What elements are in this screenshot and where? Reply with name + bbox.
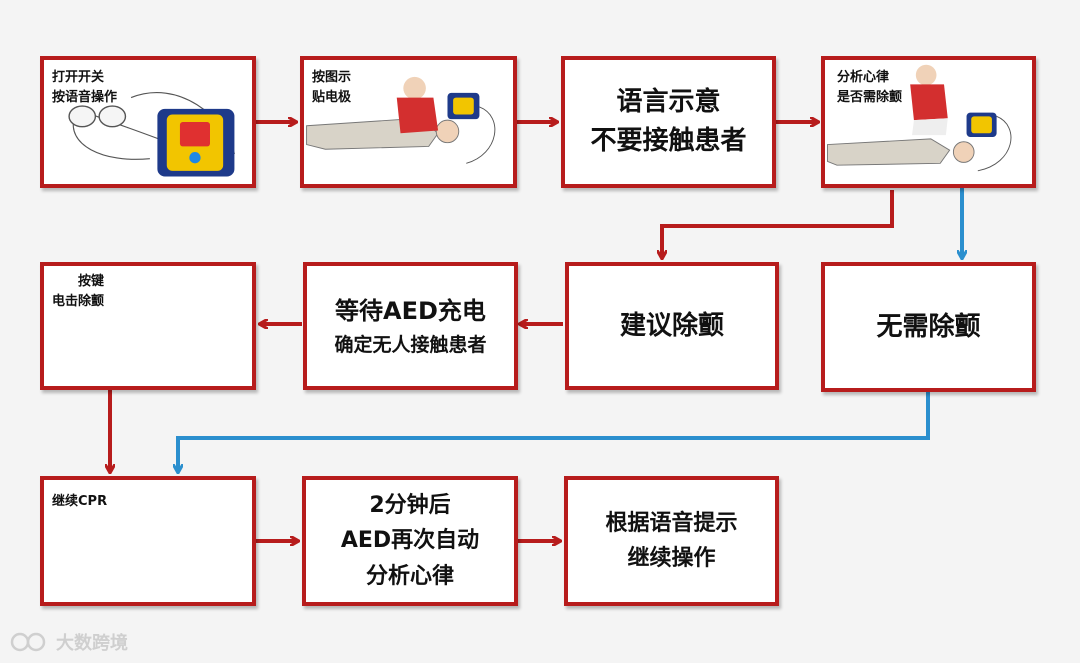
attach-pads-illustration bbox=[306, 76, 496, 164]
step-wait-charge-line2: 确定无人接触患者 bbox=[334, 334, 487, 356]
step-power-on-line1: 打开开关 bbox=[52, 70, 105, 85]
step-continue-cpr-label: 继续CPR bbox=[52, 492, 107, 512]
step-shock-advised-text: 建议除颤 bbox=[569, 266, 775, 386]
step-wait-charge-text: 等待AED充电 确定无人接触患者 bbox=[307, 266, 514, 386]
step-attach-pads-line2: 贴电极 bbox=[312, 89, 352, 105]
step-shock-advised-line1: 建议除颤 bbox=[619, 310, 724, 341]
step-analyze-rhythm-label: 分析心律 是否需除颤 bbox=[837, 68, 902, 107]
watermark: 大数跨境 bbox=[10, 629, 128, 655]
step-follow-prompts: 根据语音提示 继续操作 bbox=[564, 476, 779, 606]
analyze-rhythm-illustration bbox=[827, 64, 1012, 172]
step-reanalyze-text: 2分钟后 AED再次自动 分析心律 bbox=[306, 480, 514, 602]
step-no-shock-text: 无需除颤 bbox=[825, 266, 1032, 388]
step-follow-prompts-line2: 继续操作 bbox=[627, 546, 716, 571]
step-voice-warning-text: 语言示意 不要接触患者 bbox=[565, 60, 772, 184]
arrow-step5-step9 bbox=[178, 392, 930, 472]
aed-device-icon bbox=[68, 92, 235, 177]
step-attach-pads-line1: 按图示 bbox=[312, 70, 352, 85]
step-power-on: 打开开关 按语音操作 bbox=[40, 56, 256, 188]
step-follow-prompts-text: 根据语音提示 继续操作 bbox=[568, 480, 775, 602]
step-voice-warning: 语言示意 不要接触患者 bbox=[561, 56, 776, 188]
step-reanalyze-line3: 分析心律 bbox=[365, 563, 454, 589]
step-press-shock-line1: 按键 bbox=[78, 274, 105, 289]
step-continue-cpr: 继续CPR bbox=[40, 476, 256, 606]
step-voice-warning-line1: 语言示意 bbox=[616, 87, 721, 117]
step-no-shock-line1: 无需除颤 bbox=[876, 311, 981, 342]
step-analyze-rhythm-line1: 分析心律 bbox=[837, 70, 890, 85]
step-reanalyze-line1: 2分钟后 bbox=[369, 493, 451, 519]
step-press-shock-line2: 电击除颤 bbox=[52, 293, 105, 309]
watermark-text: 大数跨境 bbox=[56, 633, 128, 654]
step-wait-charge-line1: 等待AED充电 bbox=[335, 296, 486, 325]
step-shock-advised: 建议除颤 bbox=[565, 262, 779, 390]
step-wait-charge: 等待AED充电 确定无人接触患者 bbox=[303, 262, 518, 390]
step-voice-warning-line2: 不要接触患者 bbox=[590, 126, 747, 156]
step-analyze-rhythm: 分析心律 是否需除颤 bbox=[821, 56, 1036, 188]
step-attach-pads-label: 按图示 贴电极 bbox=[312, 68, 351, 107]
step-press-shock-label: 按键 电击除颤 bbox=[52, 272, 104, 311]
step-follow-prompts-line1: 根据语音提示 bbox=[605, 510, 738, 536]
step-press-shock: 按键 电击除颤 bbox=[40, 262, 256, 390]
watermark-logo-icon bbox=[10, 632, 46, 652]
step-no-shock: 无需除颤 bbox=[821, 262, 1036, 392]
arrow-step4-step6 bbox=[662, 190, 894, 258]
step-attach-pads: 按图示 贴电极 bbox=[300, 56, 517, 188]
step-power-on-line2: 按语音操作 bbox=[52, 89, 118, 105]
step-continue-cpr-line1: 继续CPR bbox=[52, 494, 108, 509]
step-reanalyze-line2: AED再次自动 bbox=[340, 528, 480, 554]
step-reanalyze: 2分钟后 AED再次自动 分析心律 bbox=[302, 476, 518, 606]
step-analyze-rhythm-line2: 是否需除颤 bbox=[837, 89, 903, 105]
step-power-on-label: 打开开关 按语音操作 bbox=[52, 68, 117, 107]
